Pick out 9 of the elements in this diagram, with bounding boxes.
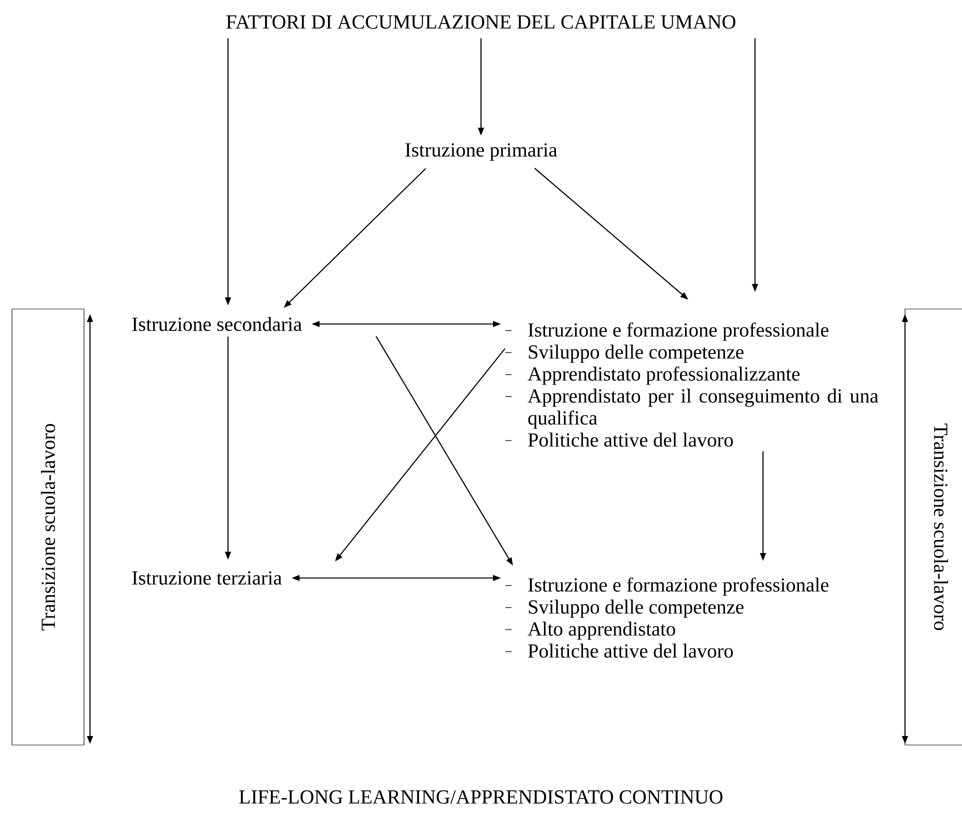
heading-text: FATTORI DI ACCUMULAZIONE DEL CAPITALE UMANO bbox=[226, 15, 736, 29]
footer-text: LIFE-LONG LEARNING/APPRENDISTATO CONTINUO bbox=[239, 790, 722, 804]
bullet-list: Istruzione e formazione professionale Sviluppo delle competenze Apprendistato professionalizzante Apprendistato per il conseguimento di una qualifica Politiche attive del lavoro bbox=[505, 322, 878, 447]
node-text: Istruzione secondaria bbox=[132, 316, 302, 332]
node-text: Istruzione terziaria bbox=[132, 571, 282, 585]
bullet-list: Istruzione e formazione professionale Sviluppo delle competenze Alto apprendistato Politiche attive del lavoro bbox=[505, 577, 828, 658]
node-text: Istruzione primaria bbox=[405, 143, 558, 161]
side-box: Transizione scuola-lavoro bbox=[12, 308, 84, 746]
side-box: Transizione scuola-lavoro bbox=[904, 308, 962, 746]
